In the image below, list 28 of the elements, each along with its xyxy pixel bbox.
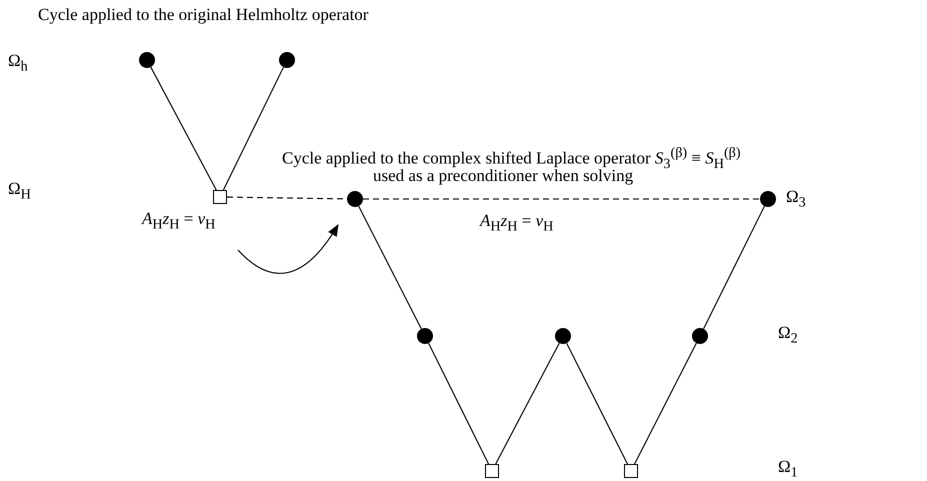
grid-level-label: Ω$_{H}$	[8, 180, 31, 203]
curved-arrow	[238, 224, 339, 274]
cycle-line	[150, 66, 217, 190]
grid-level-label: Ω$_{2}$	[778, 324, 798, 347]
dashed-line	[363, 198, 760, 200]
coarse-solve-square	[213, 190, 227, 204]
grid-point-dot	[139, 52, 155, 68]
coarse-solve-square	[485, 464, 499, 478]
grid-level-label: Ω$_{3}$	[786, 188, 806, 211]
equation-label: A$_{H}$z$_{H}$ = v$_{H}$	[142, 210, 216, 233]
cycle-line	[634, 342, 697, 464]
cycle-line	[566, 342, 628, 464]
cycle-line	[222, 66, 284, 190]
cycle-line	[703, 206, 765, 330]
cycle-subtitle: used as a preconditioner when solving	[373, 167, 634, 186]
grid-level-label: Ω$_{h}$	[8, 52, 28, 75]
coarse-solve-square	[624, 464, 638, 478]
cycle-line	[428, 342, 490, 464]
cycle-line	[495, 342, 560, 464]
grid-point-dot	[555, 328, 571, 344]
cycle-line	[358, 206, 422, 330]
grid-point-dot	[692, 328, 708, 344]
cycle-title: Cycle applied to the original Helmholtz operator	[38, 6, 368, 25]
grid-point-dot	[279, 52, 295, 68]
grid-point-dot	[760, 191, 776, 207]
grid-point-dot	[417, 328, 433, 344]
grid-level-label: Ω$_{1}$	[778, 458, 798, 481]
grid-point-dot	[347, 191, 363, 207]
